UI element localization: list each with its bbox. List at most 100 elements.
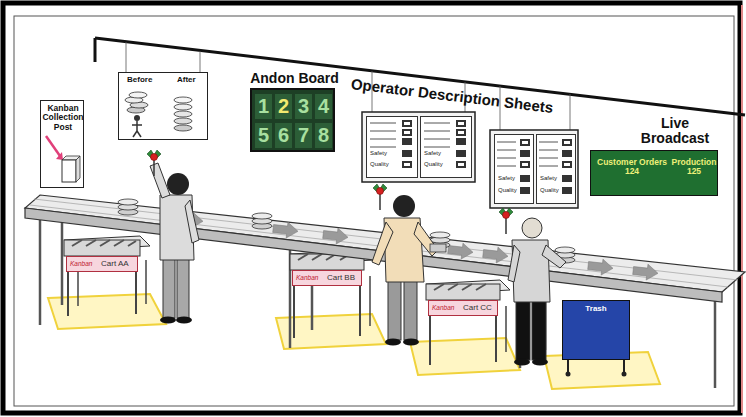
sheet-page xyxy=(494,134,534,204)
sheet-lines xyxy=(424,120,466,168)
andon-cell: 7 xyxy=(295,123,312,148)
broadcast-text: Production 125 xyxy=(670,158,718,177)
kanban-post: Kanban Collection Post xyxy=(40,100,84,188)
collection-box-side xyxy=(76,156,80,182)
andon-cell: 6 xyxy=(275,123,292,148)
post-title: Kanban Collection Post xyxy=(41,104,85,132)
cart-text: Kanban xyxy=(296,274,318,281)
station-number: 2 xyxy=(275,95,292,117)
bin-label: Trash xyxy=(563,305,629,314)
sheet-lines xyxy=(370,120,412,168)
before-stack xyxy=(125,92,148,113)
board-heading: Before xyxy=(127,76,152,85)
outer-frame xyxy=(3,3,740,413)
sheet-text: Quality xyxy=(498,187,517,194)
sheet-text: Safety xyxy=(498,175,515,182)
station-number: 4 xyxy=(315,95,332,117)
sheet-lines xyxy=(497,139,530,194)
operator xyxy=(508,218,566,366)
flow-arrow xyxy=(632,263,659,282)
post-panel xyxy=(40,100,84,188)
work-piece xyxy=(252,213,272,229)
description-sheet: SafetyQuality xyxy=(536,134,576,204)
operator xyxy=(147,150,199,324)
cart-text: Kanban xyxy=(432,304,454,311)
sheet-board xyxy=(490,130,578,208)
andon-cell: 8 xyxy=(315,123,332,148)
conveyor-top xyxy=(25,195,745,292)
board-heading: Andon Board xyxy=(237,71,352,86)
station-number: 5 xyxy=(255,124,272,146)
sheet-page xyxy=(420,116,472,178)
beam-post xyxy=(94,38,97,62)
andon-board: Andon Board12345678 xyxy=(250,88,335,152)
cart-text: Kanban xyxy=(70,260,92,267)
broadcast-text: Customer Orders 124 xyxy=(594,158,670,177)
board-panel xyxy=(118,72,208,140)
cart-label: Kanban Cart AA xyxy=(66,256,138,272)
hang-wire xyxy=(570,94,571,130)
floor-marking xyxy=(410,338,520,375)
pointer-arrow xyxy=(46,136,60,156)
operator xyxy=(372,195,446,346)
andon-light xyxy=(373,184,387,210)
trash-bin: Trash xyxy=(562,300,630,360)
sheet-text: Safety xyxy=(540,175,557,182)
hang-wire xyxy=(126,42,127,72)
belt-edge xyxy=(30,205,728,287)
sheet-text: Quality xyxy=(540,187,559,194)
andon-cell: 1 xyxy=(255,94,272,119)
andon-cell: 5 xyxy=(255,123,272,148)
sheet-text: Safety xyxy=(370,150,387,157)
cart-text: Cart CC xyxy=(463,304,492,313)
description-sheet: SafetyQuality xyxy=(494,134,534,204)
broadcast-text: Live Broadcast xyxy=(631,116,719,147)
station-number: 1 xyxy=(255,95,272,117)
station-number: 8 xyxy=(315,124,332,146)
sheet-page xyxy=(366,116,418,178)
flow-arrow xyxy=(322,227,349,246)
cart-bb xyxy=(290,250,374,338)
sheet-text: Quality xyxy=(424,161,443,168)
floor-marking xyxy=(48,294,166,329)
andon-cell: 2 xyxy=(275,94,292,119)
sheet-text: Safety xyxy=(424,150,441,157)
before-after-board: Before After xyxy=(118,72,208,140)
andon-light xyxy=(499,208,513,234)
sheet-page xyxy=(536,134,576,204)
cart-text: Cart AA xyxy=(101,260,129,269)
sheet-board xyxy=(362,112,475,182)
sheet-lines xyxy=(539,139,572,194)
inner-frame xyxy=(14,16,734,406)
work-piece xyxy=(118,199,138,215)
conveyor-front xyxy=(25,208,722,302)
cart-cc xyxy=(426,280,510,365)
frame-edge xyxy=(741,5,743,413)
section-heading: Operator Description Sheets xyxy=(350,76,554,116)
live-broadcast-board: Live BroadcastCustomer Orders 124Product… xyxy=(590,150,718,196)
description-sheet: SafetyQuality xyxy=(420,116,472,178)
description-sheet: SafetyQuality xyxy=(366,116,418,178)
cart-label: Kanban Cart BB xyxy=(292,270,362,286)
andon-cell: 3 xyxy=(295,94,312,119)
station-number: 7 xyxy=(295,124,312,146)
collection-box xyxy=(62,160,76,182)
station-number: 3 xyxy=(295,95,312,117)
flow-arrow xyxy=(447,242,474,261)
flow-arrow xyxy=(482,246,509,265)
flow-arrow xyxy=(272,221,299,240)
board-heading: After xyxy=(177,76,196,85)
trash-bin-legs xyxy=(566,360,627,377)
before-figure xyxy=(132,115,142,137)
cart-aa xyxy=(64,236,150,316)
cart-text: Cart BB xyxy=(327,274,355,283)
after-stack xyxy=(174,97,192,131)
cart-label: Kanban Cart CC xyxy=(428,300,498,316)
hang-wire xyxy=(200,51,201,72)
flow-arrow xyxy=(587,258,614,277)
